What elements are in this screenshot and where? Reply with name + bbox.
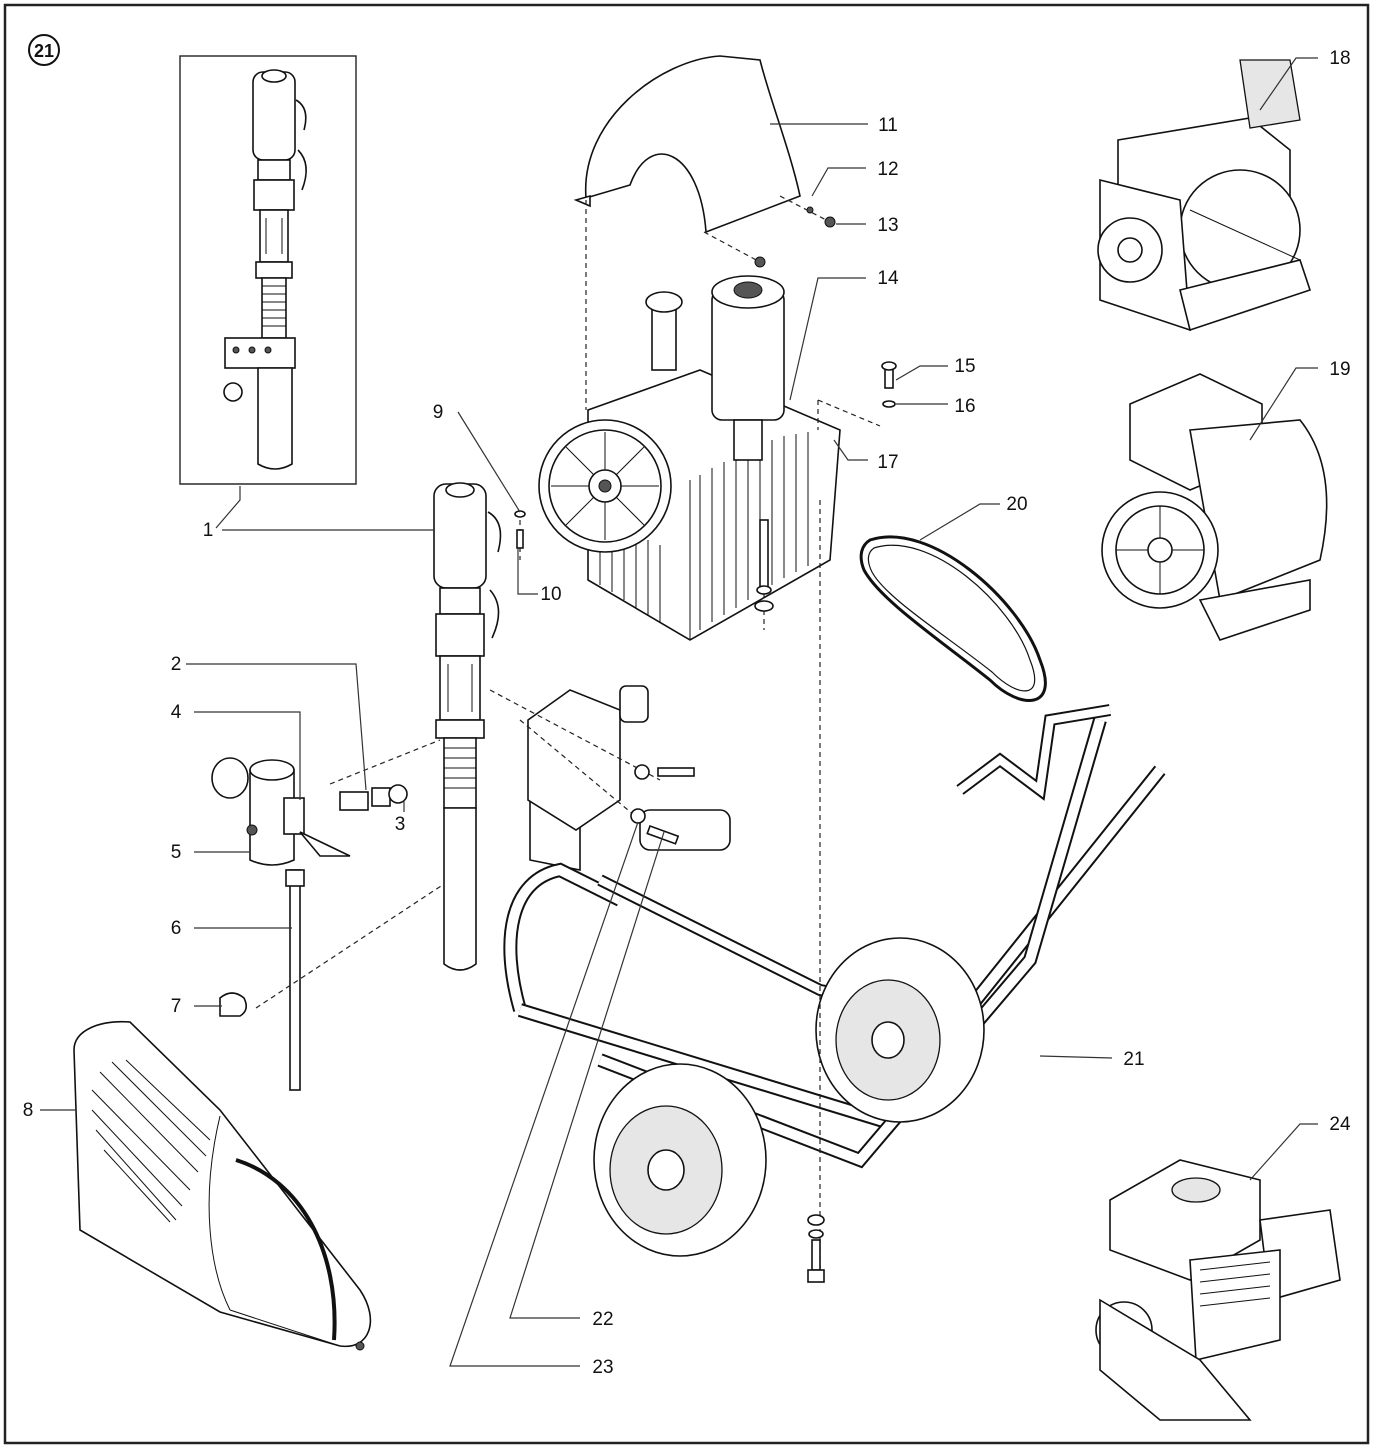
label-17: 17 [877,452,898,473]
label-3: 3 [395,814,406,835]
label-15: 15 [954,356,975,377]
leader-lines [40,57,1318,1367]
figure-frame [3,3,1370,1445]
cart-wheel-front [593,1063,767,1257]
front-cover [73,1020,372,1351]
suction-tube [285,869,305,1091]
figure-number-text: 21 [34,41,54,61]
part-labels: 1 2 3 4 5 6 7 8 9 10 11 12 13 14 15 16 1… [23,48,1351,1378]
label-12: 12 [877,159,898,180]
drive-belt [859,535,1047,702]
label-8: 8 [23,1100,34,1121]
label-2: 2 [171,654,182,675]
inlet-valve-assembly [211,757,351,866]
gas-engine [1095,1159,1341,1421]
pump-inset [179,55,357,485]
electric-motor-19 [1101,373,1328,641]
cart-wheel-rear [815,937,985,1123]
label-24: 24 [1329,1114,1351,1135]
label-20: 20 [1006,494,1027,515]
label-6: 6 [171,918,182,939]
label-16: 16 [954,396,975,417]
label-9: 9 [433,402,444,423]
figure-number-badge: 21 [28,34,60,66]
label-23: 23 [592,1357,613,1378]
main-pump [433,482,502,971]
label-19: 19 [1329,359,1350,380]
electric-motor-18 [1097,59,1312,332]
label-21: 21 [1123,1049,1144,1070]
label-22: 22 [592,1309,613,1330]
label-10: 10 [540,584,561,605]
label-11: 11 [878,115,898,136]
hose-clip [219,992,248,1017]
label-1: 1 [203,520,214,541]
label-7: 7 [171,996,182,1017]
label-18: 18 [1329,48,1350,69]
drive-unit [538,275,841,641]
belt-cover [573,55,801,234]
label-5: 5 [171,842,182,863]
label-13: 13 [877,215,898,236]
label-14: 14 [877,268,899,289]
label-4: 4 [171,702,182,723]
filter-parts-3 [339,784,408,811]
